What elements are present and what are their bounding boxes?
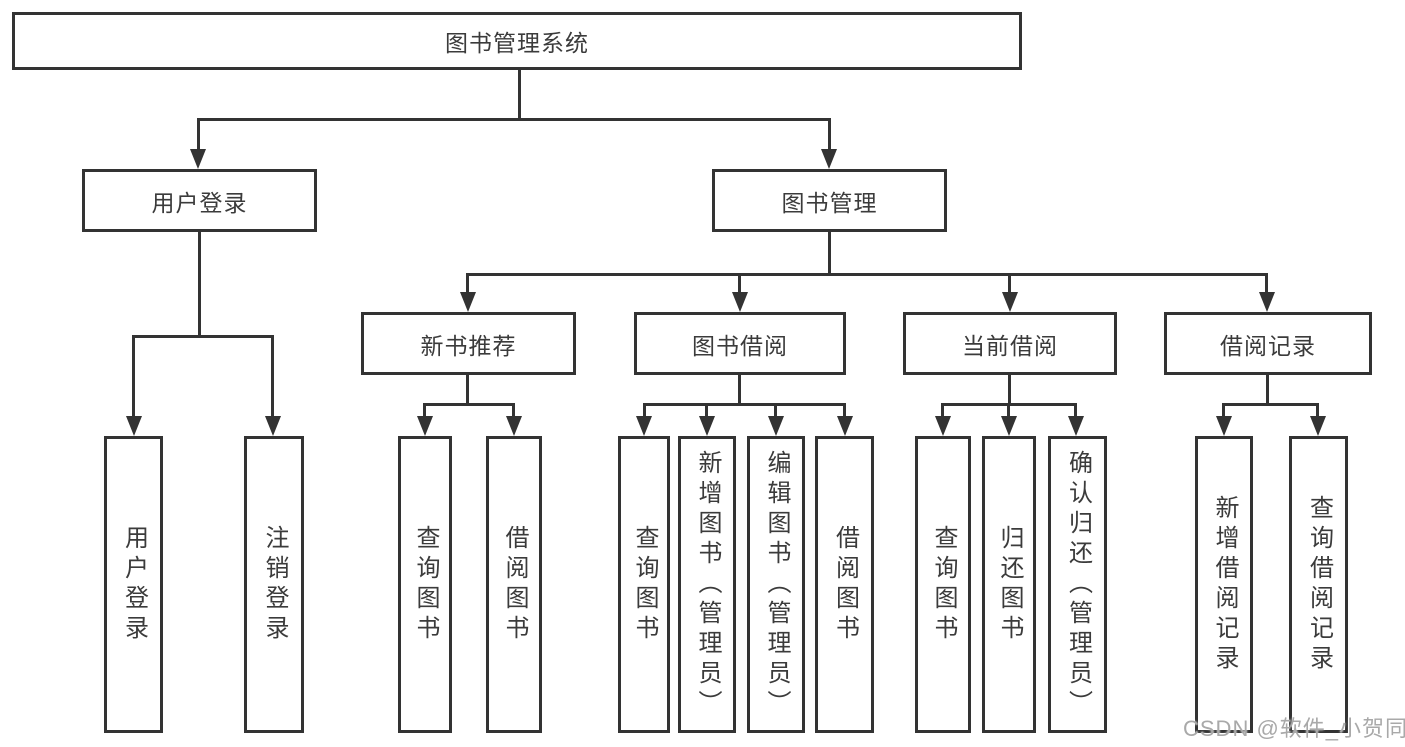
connector-borrow-record-rail	[1222, 403, 1318, 406]
arrow-to-user-login	[190, 149, 206, 169]
connector-drop-cb-confirm	[1074, 403, 1077, 419]
connector-drop-br-query	[1316, 403, 1319, 419]
connector-level2-rail	[197, 118, 831, 121]
node-current-borrowing: 当前借阅	[903, 312, 1117, 375]
arrow-to-cb-query	[935, 416, 951, 436]
arrow-to-cb-confirm	[1068, 416, 1084, 436]
connector-drop-bb-query	[643, 403, 646, 419]
leaf-user-login-label: 用户登录	[120, 524, 148, 645]
node-book-management: 图书管理	[712, 169, 947, 232]
connector-root-stem	[518, 70, 521, 118]
arrow-to-br-query	[1310, 416, 1326, 436]
leaf-br-add-record-label: 新增借阅记录	[1211, 494, 1238, 675]
csdn-watermark: CSDN @软件_小贺同学	[1183, 716, 1405, 741]
arrow-to-nb-query	[417, 416, 433, 436]
arrow-to-borrow-record	[1259, 292, 1275, 312]
node-book-borrowing: 图书借阅	[634, 312, 846, 375]
leaf-nb-query-books-label: 查询图书	[412, 524, 439, 645]
leaf-cb-query-books-label: 查询图书	[930, 524, 957, 645]
connector-drop-cb-return	[1007, 403, 1010, 419]
arrow-to-book-mgmt	[821, 149, 837, 169]
arrow-to-br-add	[1216, 416, 1232, 436]
leaf-cb-return-books-label: 归还图书	[996, 524, 1023, 645]
node-user-login: 用户登录	[82, 169, 317, 232]
arrow-to-bb-query	[636, 416, 652, 436]
connector-drop-current-borrow	[1008, 273, 1011, 294]
leaf-bb-borrow-books-label: 借阅图书	[831, 524, 859, 645]
node-book-management-label: 图书管理	[781, 189, 878, 216]
arrow-to-bb-borrow	[837, 416, 853, 436]
arrow-to-nb-borrow	[506, 416, 522, 436]
leaf-bb-borrow-books: 借阅图书	[815, 436, 874, 733]
leaf-cb-confirm-return-admin: 确认归还（管理员）	[1048, 436, 1107, 733]
node-library-management-system-label: 图书管理系统	[445, 30, 589, 56]
connector-drop-br-add	[1222, 403, 1225, 419]
leaf-br-query-record-label: 查询借阅记录	[1305, 494, 1333, 675]
leaf-nb-query-books: 查询图书	[398, 436, 452, 733]
leaf-logout-label: 注销登录	[261, 524, 288, 645]
connector-book-borrow-rail	[643, 403, 846, 406]
connector-drop-nb-borrow	[512, 403, 515, 419]
leaf-br-add-record: 新增借阅记录	[1195, 436, 1253, 733]
node-book-borrowing-label: 图书借阅	[692, 332, 788, 359]
connector-drop-bb-edit	[774, 403, 777, 419]
arrow-to-bb-add	[699, 416, 715, 436]
arrow-to-cb-return	[1001, 416, 1017, 436]
connector-drop-new-book	[466, 273, 469, 294]
connector-book-mgmt-stem	[828, 232, 831, 273]
leaf-user-login: 用户登录	[104, 436, 163, 733]
leaf-br-query-record: 查询借阅记录	[1289, 436, 1348, 733]
leaf-cb-return-books: 归还图书	[982, 436, 1036, 733]
leaf-logout: 注销登录	[244, 436, 304, 733]
leaf-nb-borrow-books-label: 借阅图书	[501, 524, 528, 645]
connector-book-borrow-stem	[738, 375, 741, 403]
node-borrowing-records-label: 借阅记录	[1220, 332, 1316, 359]
connector-user-login-stem	[198, 232, 201, 335]
arrow-to-bb-edit	[768, 416, 784, 436]
connector-book-mgmt-drop	[828, 118, 831, 152]
connector-drop-cb-query	[941, 403, 944, 419]
arrow-to-login-leaf	[126, 416, 142, 436]
leaf-bb-edit-books-admin-label: 编辑图书（管理员）	[763, 449, 790, 720]
arrow-to-logout-leaf	[265, 416, 281, 436]
connector-drop-bb-add	[705, 403, 708, 419]
node-current-borrowing-label: 当前借阅	[962, 332, 1058, 359]
leaf-cb-confirm-return-admin-label: 确认归还（管理员）	[1064, 449, 1092, 720]
connector-new-book-stem	[466, 375, 469, 403]
leaf-nb-borrow-books: 借阅图书	[486, 436, 542, 733]
node-library-management-system: 图书管理系统	[12, 12, 1022, 70]
leaf-bb-query-books-label: 查询图书	[631, 524, 658, 645]
node-new-book-recommend: 新书推荐	[361, 312, 576, 375]
node-user-login-label: 用户登录	[151, 189, 248, 216]
leaf-bb-query-books: 查询图书	[618, 436, 670, 733]
connector-drop-bb-borrow	[843, 403, 846, 419]
connector-drop-login-leaf	[132, 335, 135, 418]
arrow-to-book-borrow	[732, 292, 748, 312]
node-borrowing-records: 借阅记录	[1164, 312, 1372, 375]
node-new-book-recommend-label: 新书推荐	[420, 332, 517, 359]
leaf-cb-query-books: 查询图书	[915, 436, 971, 733]
connector-drop-logout-leaf	[271, 335, 274, 418]
connector-drop-borrow-record	[1265, 273, 1268, 294]
leaf-bb-edit-books-admin: 编辑图书（管理员）	[747, 436, 805, 733]
connector-borrow-record-stem	[1266, 375, 1269, 403]
leaf-bb-add-books-admin: 新增图书（管理员）	[678, 436, 736, 733]
connector-user-login-rail	[132, 335, 273, 338]
connector-user-login-drop	[197, 118, 200, 152]
connector-drop-nb-query	[423, 403, 426, 419]
connector-current-borrow-stem	[1008, 375, 1011, 403]
connector-drop-book-borrow	[738, 273, 741, 294]
leaf-bb-add-books-admin-label: 新增图书（管理员）	[694, 449, 721, 720]
connector-new-book-rail	[423, 403, 515, 406]
arrow-to-current-borrow	[1002, 292, 1018, 312]
arrow-to-new-book	[460, 292, 476, 312]
connector-level3-rail	[466, 273, 1268, 276]
